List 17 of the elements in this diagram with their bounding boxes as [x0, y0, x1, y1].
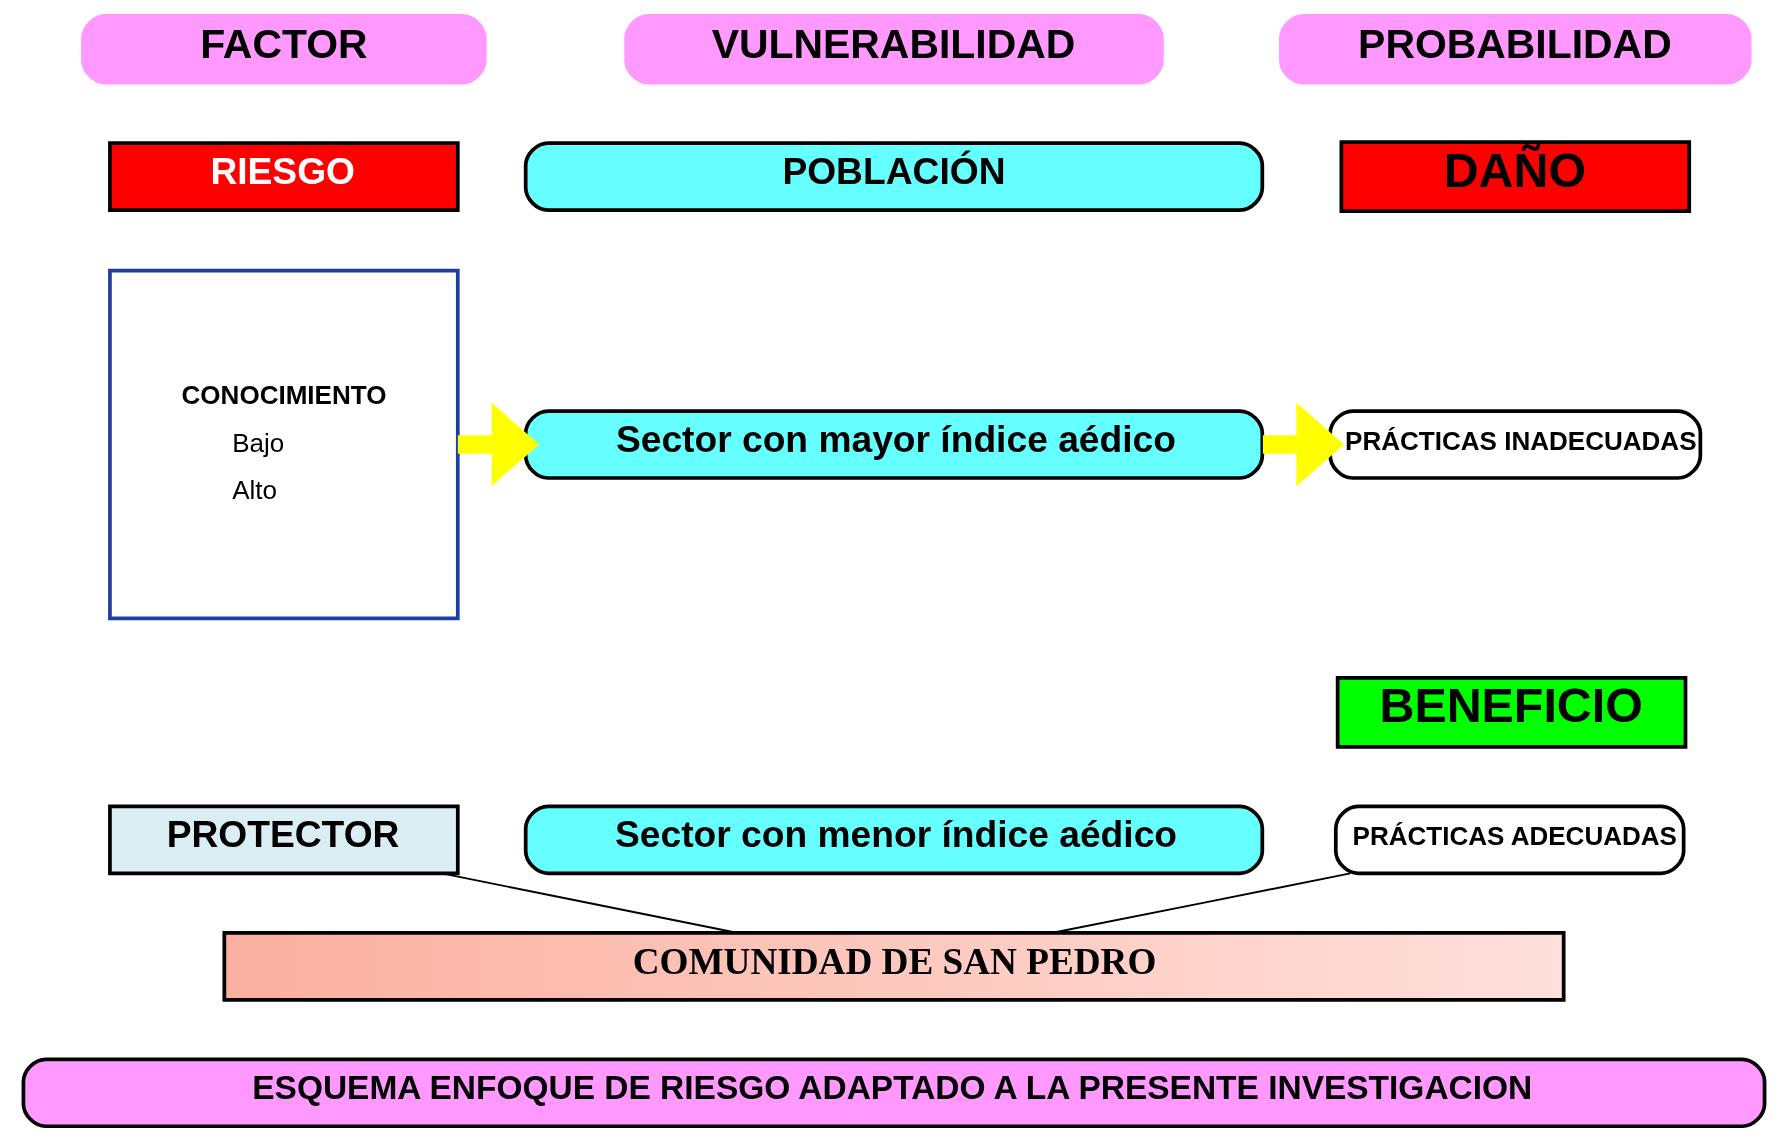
- node-box: POBLACIÓN: [523, 141, 1265, 212]
- node-box: Sector con mayor índice aédico: [523, 409, 1265, 480]
- arrow: [1262, 402, 1345, 487]
- node-box: VULNERABILIDAD: [624, 13, 1164, 85]
- node-box: DAÑO: [1339, 140, 1692, 213]
- node-box: PRÁCTICAS INADECUADAS: [1328, 409, 1703, 480]
- arrow: [457, 402, 540, 487]
- node-box: RIESGO: [108, 141, 460, 212]
- node-box: CONOCIMIENTO Bajo Alto: [108, 268, 460, 621]
- node-box: ESQUEMA ENFOQUE DE RIESGO ADAPTADO A LA PRESENTE INVESTIGACION: [21, 1057, 1767, 1129]
- node-box: COMUNIDAD DE SAN PEDRO: [222, 930, 1566, 1002]
- node-box: PROTECTOR: [108, 804, 460, 876]
- node-box: BENEFICIO: [1335, 676, 1688, 749]
- node-box: PRÁCTICAS ADECUADAS: [1333, 804, 1686, 876]
- node-box: PROBABILIDAD: [1279, 13, 1752, 85]
- node-box: FACTOR: [81, 13, 487, 85]
- node-box: Sector con menor índice aédico: [523, 804, 1265, 876]
